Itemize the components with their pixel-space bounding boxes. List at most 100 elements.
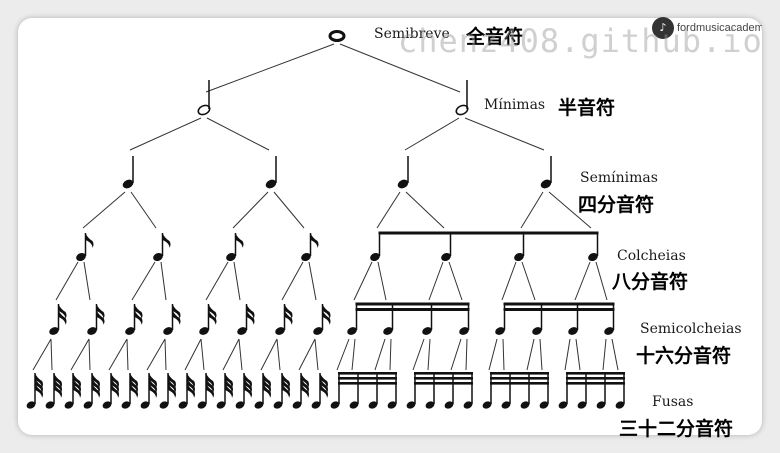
branch-line [314, 338, 319, 371]
sixteenth-note-head [495, 327, 505, 335]
sixteenth-note-flag [284, 310, 293, 325]
thirty-second-note-flag [244, 378, 252, 393]
sixteenth-note-flag [96, 310, 105, 325]
thirty-second-note-flag [35, 378, 43, 393]
piano-logo-icon: ♪ [652, 17, 674, 39]
thirty-second-note-flag [111, 373, 119, 388]
thirty-second-note-flag [111, 383, 119, 398]
eighth-note-head [301, 252, 311, 262]
eighth-note-head [76, 252, 86, 262]
eighth-note-head [370, 252, 380, 262]
thirty-second-note-flag [149, 383, 157, 398]
quarter-note-head [397, 179, 409, 189]
thirty-second-note-flag [168, 378, 176, 393]
sixteenth-note-head [49, 327, 59, 335]
thirty-second-note-head [406, 401, 416, 409]
branch-line [427, 338, 431, 371]
thirty-second-note-flag [206, 383, 214, 398]
thirty-second-note-flag [206, 373, 214, 388]
label-seminimas-zh: 四分音符 [578, 194, 655, 216]
thirty-second-note-head [482, 401, 492, 409]
branch-line [88, 338, 91, 371]
branch-line [32, 338, 52, 371]
thirty-second-note-flag [73, 373, 81, 388]
thirty-second-note-head [425, 401, 435, 409]
label-minimas-en: Mínimas [484, 97, 546, 113]
thirty-second-note-head [197, 401, 207, 409]
thirty-second-note-flag [301, 383, 309, 398]
thirty-second-note-head [539, 401, 549, 409]
sixteenth-note-flag [208, 304, 217, 319]
branch-line [205, 261, 229, 301]
thirty-second-note-flag [282, 373, 290, 388]
thirty-second-note-flag [168, 373, 176, 388]
branch-line [488, 338, 498, 371]
thirty-second-note-flag [149, 373, 157, 388]
thirty-second-note-flag [244, 383, 252, 398]
thirty-second-note-flag [92, 373, 100, 388]
branch-line [377, 261, 387, 301]
sixteenth-note-head [422, 327, 432, 335]
watermark: chenz408.github.io [398, 22, 763, 60]
thirty-second-note-flag [130, 378, 138, 393]
quarter-note-head [122, 179, 134, 189]
thirty-second-beam [490, 372, 549, 375]
thirty-second-note-flag [320, 378, 328, 393]
branch-line [108, 338, 128, 371]
sixteenth-beam [355, 308, 470, 311]
thirty-second-note-flag [187, 373, 195, 388]
eighth-note-head [441, 252, 451, 262]
thirty-second-note-head [368, 401, 378, 409]
quarter-note-head [540, 179, 552, 189]
branch-line [520, 191, 544, 229]
thirty-second-note-flag [149, 378, 157, 393]
thirty-second-note-head [596, 401, 606, 409]
thirty-second-note-head [216, 401, 226, 409]
branch-line [222, 338, 240, 371]
branch-line [129, 117, 202, 151]
label-fusas-zh: 三十二分音符 [619, 418, 734, 440]
label-seminimas-en: Semínimas [580, 170, 658, 186]
branch-line [465, 338, 468, 371]
thirty-second-note-head [615, 401, 625, 409]
thirty-second-beam [338, 377, 397, 380]
thirty-second-note-head [311, 401, 321, 409]
thirty-second-note-flag [225, 378, 233, 393]
sixteenth-note-flag [172, 304, 181, 319]
branch-line [160, 261, 167, 301]
branch-line [233, 261, 241, 301]
thirty-second-beam [338, 382, 397, 385]
sixteenth-note-head [275, 327, 285, 335]
thirty-second-note-flag [73, 378, 81, 393]
thirty-second-note-flag [225, 373, 233, 388]
thirty-second-note-flag [320, 373, 328, 388]
sixteenth-note-head [568, 327, 578, 335]
branch-line [351, 338, 356, 371]
sixteenth-note-head [87, 327, 97, 335]
branch-line [374, 338, 386, 371]
thirty-second-note-flag [92, 383, 100, 398]
thirty-second-note-flag [244, 373, 252, 388]
label-minimas-zh: 半音符 [558, 97, 616, 119]
branch-line [276, 338, 281, 371]
branch-line [595, 261, 608, 301]
branch-line [238, 338, 243, 371]
thirty-second-note-head [235, 401, 245, 409]
thirty-second-note-flag [282, 378, 290, 393]
branch-line [450, 338, 462, 371]
sixteenth-note-flag [322, 304, 331, 319]
academy-logo: ♪ fordmusicacademy [652, 17, 762, 41]
branch-line [70, 338, 90, 371]
thirty-second-note-flag [130, 383, 138, 398]
branch-line [412, 338, 425, 371]
logo-text: fordmusicacademy [677, 22, 762, 34]
sixteenth-note-flag [172, 310, 181, 325]
label-fusas-en: Fusas [652, 394, 694, 410]
sixteenth-note-flag [246, 310, 255, 325]
thirty-second-note-head [330, 401, 340, 409]
thirty-second-note-flag [168, 383, 176, 398]
branch-line [548, 191, 592, 229]
sixteenth-note-head [604, 327, 614, 335]
quarter-note-head [265, 179, 277, 189]
thirty-second-note-head [121, 401, 131, 409]
